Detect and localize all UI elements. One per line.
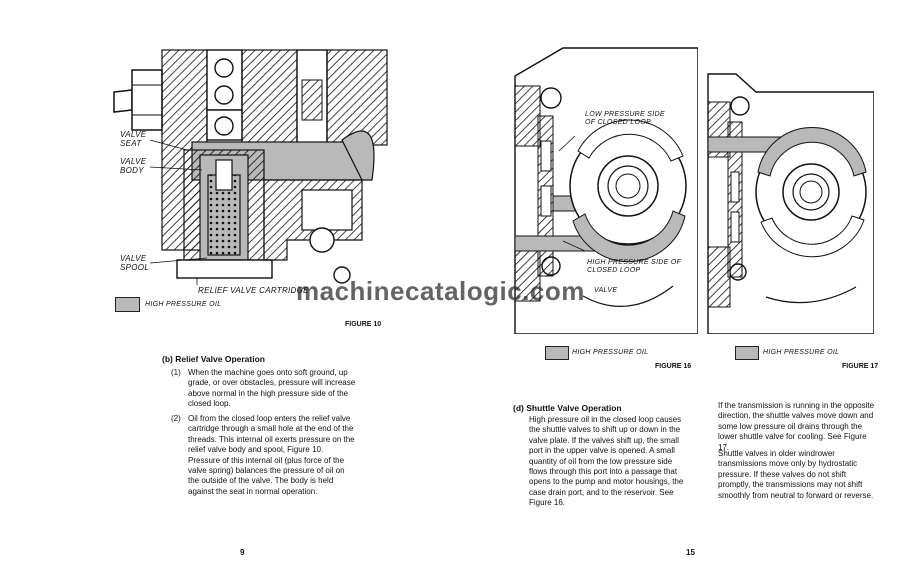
shuttle-valve-drawing-17 (707, 73, 875, 335)
relief-valve-heading: (b) Relief Valve Operation (162, 354, 265, 364)
item-1-number: (1) (171, 368, 181, 377)
relief-valve-item-2: (2) Oil from the closed loop enters the … (171, 414, 357, 497)
relief-valve-drawing (113, 49, 388, 285)
label-valve: VALVE (594, 287, 618, 294)
figure-10 (112, 40, 392, 310)
label-relief-valve-cartridge: RELIEF VALVE CARTRIDGE (198, 286, 309, 295)
figure-16 (513, 46, 699, 335)
label-valve-seat: VALVE SEAT (120, 130, 147, 148)
label-valve-body: VALVE BODY (120, 157, 147, 175)
legend-text-17: HIGH PRESSURE OIL (763, 349, 840, 356)
label-valve-spool: VALVE SPOOL (120, 254, 150, 272)
item-2-text: Oil from the closed loop enters the reli… (188, 414, 355, 496)
figure-16-caption: FIGURE 16 (655, 363, 692, 370)
shuttle-valve-para-3: Shuttle valves in older windrower transm… (718, 449, 874, 500)
label-high-pressure-side: HIGH PRESSURE SIDE OF CLOSED LOOP (587, 259, 682, 274)
page-number-left: 9 (240, 548, 245, 557)
legend-swatch-17 (735, 346, 759, 360)
legend-text-16: HIGH PRESSURE OIL (572, 349, 649, 356)
shuttle-valve-para-2: If the transmission is running in the op… (718, 401, 875, 452)
page-number-right: 15 (686, 548, 695, 557)
item-2-number: (2) (171, 414, 181, 423)
legend-swatch-16 (545, 346, 569, 360)
figure-17-caption: FIGURE 17 (842, 363, 879, 370)
shuttle-valve-heading: (d) Shuttle Valve Operation (513, 403, 622, 413)
item-1-text: When the machine goes onto soft ground, … (188, 368, 356, 409)
figure-10-caption: FIGURE 10 (345, 321, 382, 328)
watermark-text: machinecatalogic.com (296, 276, 585, 306)
legend-text-high-pressure: HIGH PRESSURE OIL (145, 301, 222, 308)
relief-valve-item-1: (1) When the machine goes onto soft grou… (171, 368, 357, 410)
label-low-pressure-side: LOW PRESSURE SIDE OF CLOSED LOOP (585, 111, 665, 126)
legend-swatch-high-pressure (115, 297, 140, 312)
shuttle-valve-para-1: High pressure oil in the closed loop cau… (529, 415, 684, 508)
figure-17 (706, 72, 875, 335)
shuttle-valve-drawing-16 (514, 47, 699, 335)
